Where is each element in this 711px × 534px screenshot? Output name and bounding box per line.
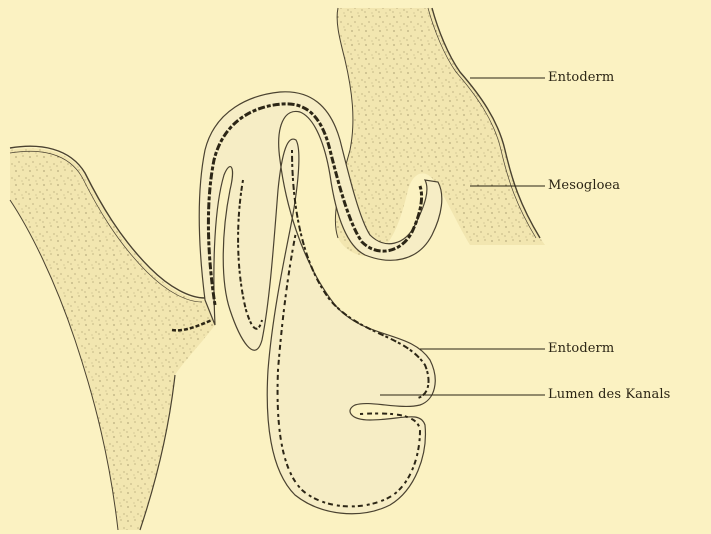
label-entoderm-top: Entoderm xyxy=(548,70,614,85)
label-lumen: Lumen des Kanals xyxy=(548,387,670,402)
label-mesogloea: Mesogloea xyxy=(548,178,620,193)
upper-right-tissue xyxy=(335,8,545,256)
label-entoderm-mid: Entoderm xyxy=(548,341,614,356)
left-tissue xyxy=(10,146,215,530)
